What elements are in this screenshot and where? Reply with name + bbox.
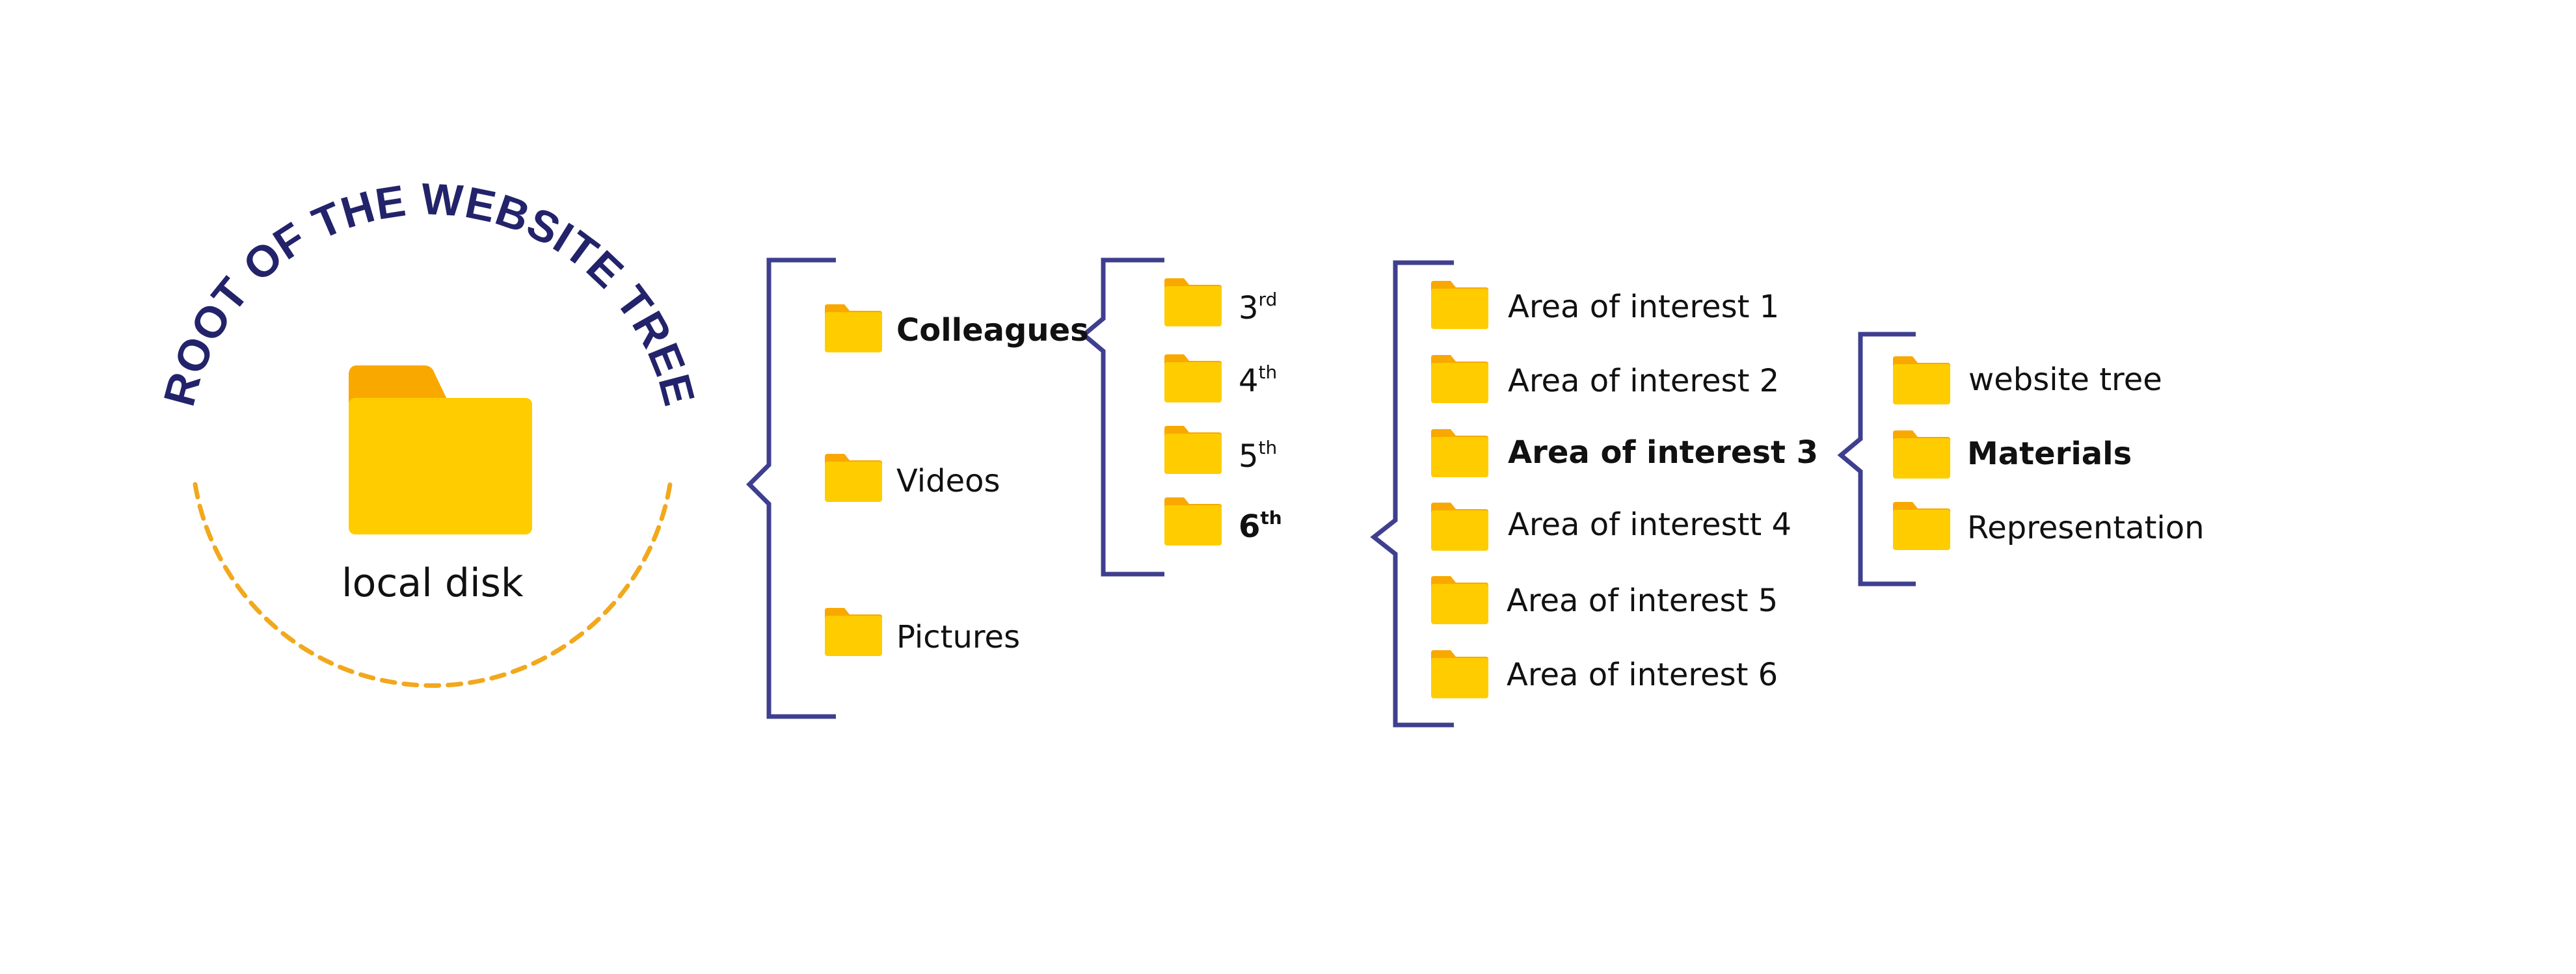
bracket-level3 — [1370, 260, 1454, 728]
tree-node-3rd[interactable]: 3rd — [1239, 289, 1277, 332]
tree-node-area-2[interactable]: Area of interest 2 — [1508, 363, 1780, 399]
folder-icon — [1431, 281, 1488, 329]
dashed-circle — [193, 482, 673, 688]
root-label: local disk — [342, 560, 524, 606]
tree-node-area-3[interactable]: Area of interest 3 — [1508, 434, 1819, 471]
folder-icon — [1893, 502, 1950, 550]
folder-icon — [1431, 429, 1488, 477]
folder-icon — [349, 365, 532, 534]
tree-node-materials[interactable]: Materials — [1967, 436, 2132, 472]
folder-icon — [1164, 426, 1222, 474]
node-ordinal-suffix: th — [1260, 507, 1282, 529]
tree-node-website-tree[interactable]: website tree — [1968, 362, 2162, 398]
tree-node-pictures[interactable]: Pictures — [896, 619, 1021, 655]
tree-node-5th[interactable]: 5th — [1239, 437, 1277, 480]
bracket-level1 — [746, 257, 836, 719]
tree-node-4th[interactable]: 4th — [1239, 362, 1277, 405]
node-number: 6 — [1239, 508, 1261, 545]
folder-icon — [825, 304, 882, 352]
node-ordinal-suffix: rd — [1258, 289, 1278, 310]
folder-icon — [1164, 278, 1222, 326]
tree-node-area-5[interactable]: Area of interest 5 — [1507, 583, 1778, 619]
folder-icon — [825, 608, 882, 656]
folder-icon — [1431, 355, 1488, 403]
folder-icon — [1164, 354, 1222, 402]
tree-node-videos[interactable]: Videos — [896, 463, 1000, 499]
folder-icon — [1164, 497, 1222, 546]
tree-node-colleagues[interactable]: Colleagues — [896, 312, 1089, 349]
folder-icon — [1431, 650, 1488, 698]
folder-icon — [1893, 356, 1950, 404]
bracket-level4 — [1837, 332, 1916, 586]
node-number: 4 — [1239, 363, 1259, 399]
bracket-level2 — [1080, 257, 1164, 577]
tree-node-area-6[interactable]: Area of interest 6 — [1507, 657, 1778, 693]
node-ordinal-suffix: th — [1258, 437, 1278, 458]
tree-node-6th[interactable]: 6th — [1239, 507, 1282, 551]
tree-node-area-4[interactable]: Area of interestt 4 — [1508, 507, 1792, 543]
tree-node-area-1[interactable]: Area of interest 1 — [1508, 289, 1780, 325]
tree-node-representation[interactable]: Representation — [1967, 510, 2205, 546]
node-ordinal-suffix: th — [1258, 362, 1278, 383]
node-number: 3 — [1239, 290, 1259, 326]
node-number: 5 — [1239, 438, 1259, 475]
folder-icon — [1893, 430, 1950, 479]
folder-icon — [1431, 576, 1488, 624]
folder-icon — [825, 454, 882, 502]
folder-icon — [1431, 503, 1488, 551]
